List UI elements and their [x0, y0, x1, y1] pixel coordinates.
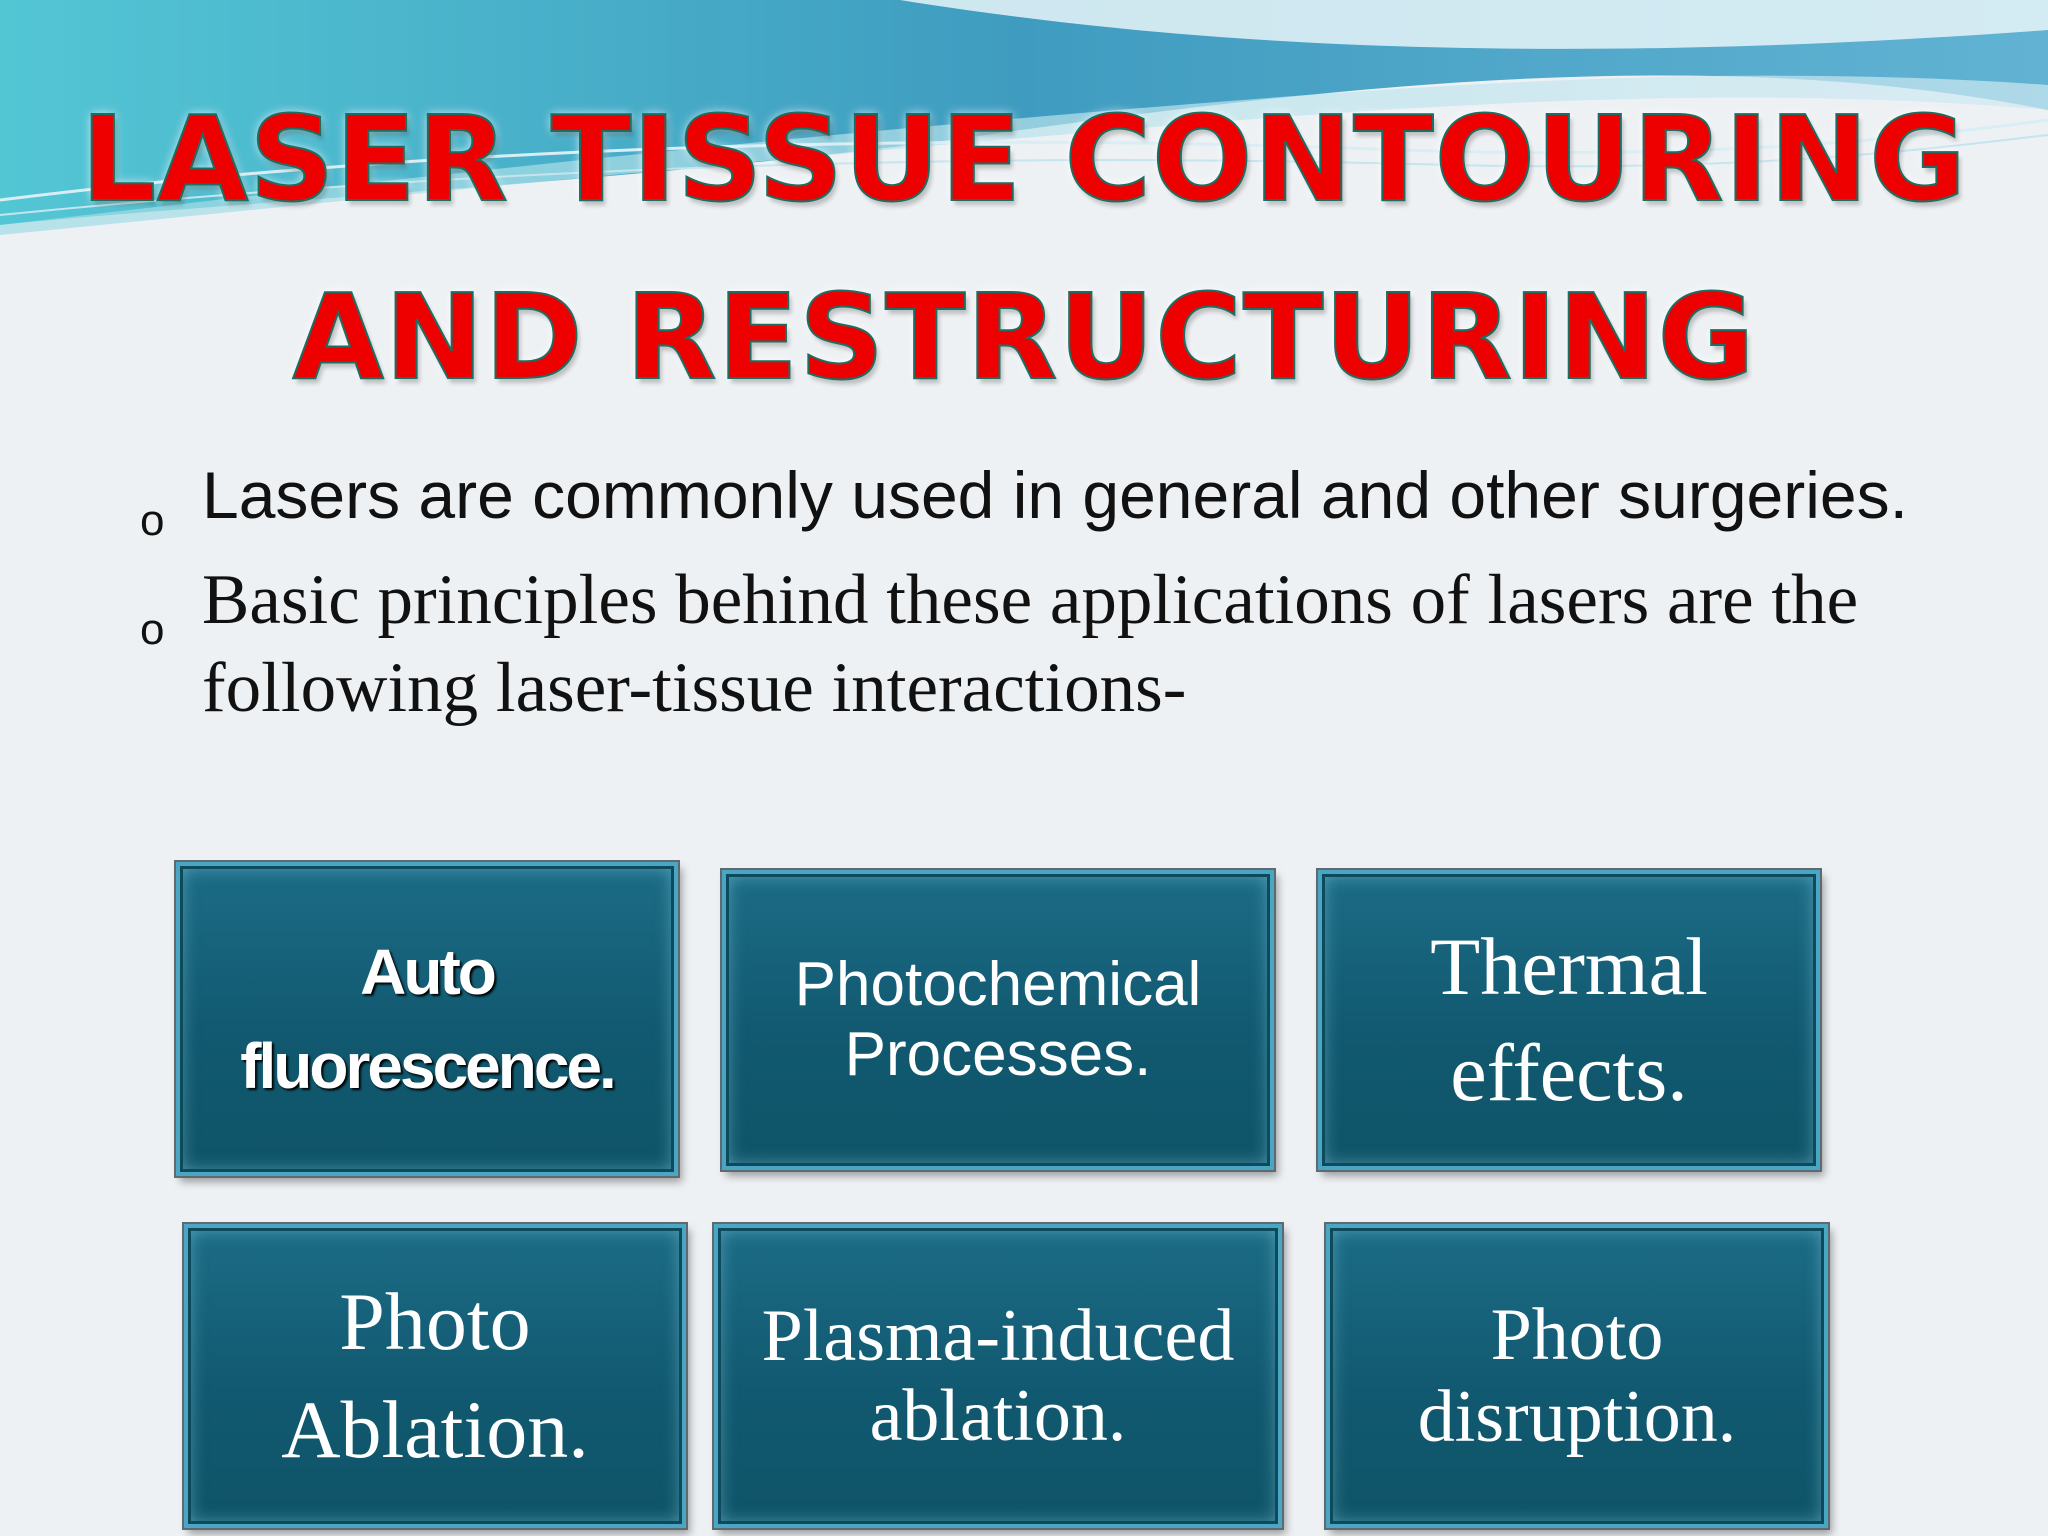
bullet-marker-icon: o	[140, 605, 165, 654]
interaction-box-label: Photochemical Processes.	[794, 950, 1202, 1089]
bullet-marker-icon: o	[140, 496, 165, 545]
interaction-box-auto-fluorescence: Auto fluorescence.	[174, 860, 680, 1178]
interaction-box-photochemical: Photochemical Processes.	[720, 868, 1276, 1172]
bullet-item: o Lasers are commonly used in general an…	[140, 452, 1980, 545]
background-wave	[0, 0, 2048, 235]
interaction-box-plasma-induced: Plasma-induced ablation.	[712, 1222, 1284, 1530]
slide-title: LASER TISSUE CONTOURING AND RESTRUCTURIN…	[0, 70, 2048, 426]
interaction-box-label: Auto fluorescence.	[240, 936, 617, 1102]
bullet-text: Lasers are commonly used in general and …	[202, 458, 1908, 532]
slide-title-line-1: LASER TISSUE CONTOURING	[80, 89, 1968, 229]
interaction-box-label: Plasma-induced ablation.	[761, 1295, 1235, 1457]
bullet-list: o Lasers are commonly used in general an…	[140, 452, 1980, 732]
interaction-box-label: Photo Ablation.	[281, 1276, 589, 1475]
slide-title-line-2: AND RESTRUCTURING	[291, 267, 1756, 407]
bullet-text: Basic principles behind these applicatio…	[202, 561, 1859, 727]
interaction-box-label: Photo disruption.	[1417, 1294, 1737, 1458]
bullet-item: o Basic principles behind these applicat…	[140, 556, 1980, 732]
interaction-box-photo-disruption: Photo disruption.	[1324, 1222, 1830, 1530]
interaction-box-label: Thermal effects.	[1430, 921, 1708, 1118]
interaction-box-photo-ablation: Photo Ablation.	[182, 1222, 688, 1530]
interaction-box-thermal: Thermal effects.	[1316, 868, 1822, 1172]
